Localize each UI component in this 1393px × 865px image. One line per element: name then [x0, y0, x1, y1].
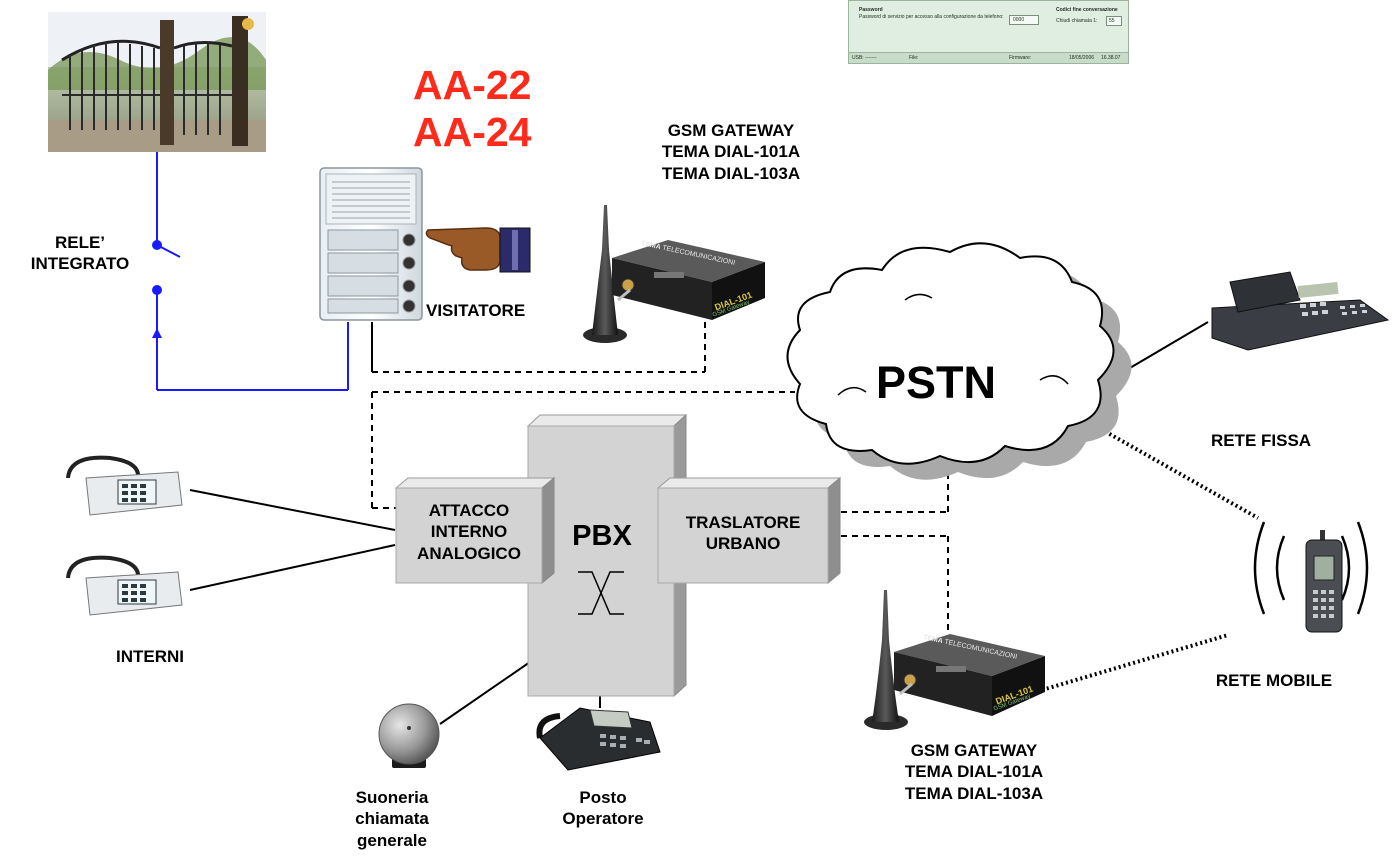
codes-field[interactable]: 55	[1109, 18, 1115, 24]
codes-description: Chiudi chiamata 1:	[1056, 18, 1098, 24]
relay-line2: INTEGRATO	[30, 254, 130, 274]
fixed-network-label: RETE FISSA	[1210, 431, 1312, 450]
operator-line2: Operatore	[562, 809, 644, 829]
trunk-box	[656, 476, 842, 585]
operator-label: Posto Operatore	[548, 787, 658, 830]
mobile-network-label: RETE MOBILE	[1215, 671, 1333, 690]
status-file: File:	[909, 55, 919, 61]
gsm-bottom-line2: TEMA DIAL-101A	[904, 762, 1044, 782]
pointing-hand-icon	[425, 227, 531, 273]
product-model-line1: AA-22	[413, 62, 532, 108]
bell-icon	[378, 703, 440, 768]
status-date: 18/05/2006	[1069, 55, 1095, 61]
operator-line1: Posto	[579, 788, 627, 807]
internal-attach-line1: ATTACCO	[428, 501, 510, 520]
internal-attach-line2: INTERNO	[430, 522, 508, 542]
radio-links	[1041, 422, 1259, 692]
password-title: Password	[859, 7, 883, 13]
pstn-label: PSTN	[875, 357, 996, 408]
gate-image	[48, 12, 266, 152]
codes-title: Codici fine conversazione	[1056, 7, 1118, 13]
relay-label: RELE’ INTEGRATO	[22, 232, 138, 275]
trunk-label: TRASLATORE URBANO	[658, 512, 828, 555]
fixed-phone	[1211, 271, 1390, 351]
relay-contact-bottom	[152, 285, 162, 295]
internal-attach-line3: ANALOGICO	[417, 543, 521, 563]
gsm-bottom-line3: TEMA DIAL-103A	[904, 783, 1044, 803]
gsm-gateway-bottom-label: GSM GATEWAY TEMA DIAL-101A TEMA DIAL-103…	[868, 740, 1080, 804]
bell-label: Suoneria chiamata generale	[336, 787, 448, 851]
status-firmware: Firmware:	[1009, 55, 1032, 61]
trunk-line1: TRASLATORE	[685, 513, 801, 532]
bell-line3: generale	[357, 830, 427, 850]
product-model: AA-22 AA-24	[413, 62, 531, 156]
product-model-line2: AA-24	[413, 109, 532, 156]
bell-line2: chiamata	[355, 809, 429, 829]
bell-line1: Suoneria	[355, 788, 429, 807]
status-time: 16.38.07	[1101, 55, 1121, 61]
mobile-phone	[1253, 521, 1369, 633]
gsm-top-line3: TEMA DIAL-103A	[661, 163, 801, 183]
pbx-label: PBX	[572, 520, 632, 552]
internal-attach-box	[394, 476, 556, 585]
gsm-gateway-top	[583, 205, 765, 343]
gsm-gateway-top-label: GSM GATEWAY TEMA DIAL-101A TEMA DIAL-103…	[625, 120, 837, 184]
relay-contact-top	[152, 240, 162, 250]
relay-line1: RELE’	[54, 233, 106, 252]
gsm-top-line1: GSM GATEWAY	[667, 121, 795, 140]
gsm-bottom-line1: GSM GATEWAY	[910, 741, 1038, 760]
status-bar: USB: ------- File: Firmware: 18/05/2006 …	[849, 52, 1128, 63]
trunk-line2: URBANO	[705, 534, 781, 554]
solid-links	[189, 321, 1209, 725]
switch-symbol	[578, 571, 624, 615]
internal-attach-label: ATTACCO INTERNO ANALOGICO	[396, 500, 542, 564]
config-window-fragment: Password Password di servizio per access…	[848, 0, 1129, 64]
pstn-cloud	[786, 242, 1132, 480]
door-entry-panel	[319, 167, 423, 321]
relay-arrow	[152, 328, 162, 338]
extension-phone-2	[66, 555, 183, 616]
gsm-gateway-bottom	[864, 590, 1045, 730]
password-field[interactable]: 0000	[1013, 17, 1025, 23]
extensions-label: INTERNI	[116, 647, 184, 666]
status-usb: USB: -------	[852, 55, 877, 61]
password-description: Password di servizio per accesso alla co…	[859, 14, 1004, 20]
operator-console	[536, 707, 661, 771]
extension-phone-1	[66, 455, 183, 516]
visitor-label: VISITATORE	[426, 301, 526, 320]
gsm-top-line2: TEMA DIAL-101A	[661, 142, 801, 162]
